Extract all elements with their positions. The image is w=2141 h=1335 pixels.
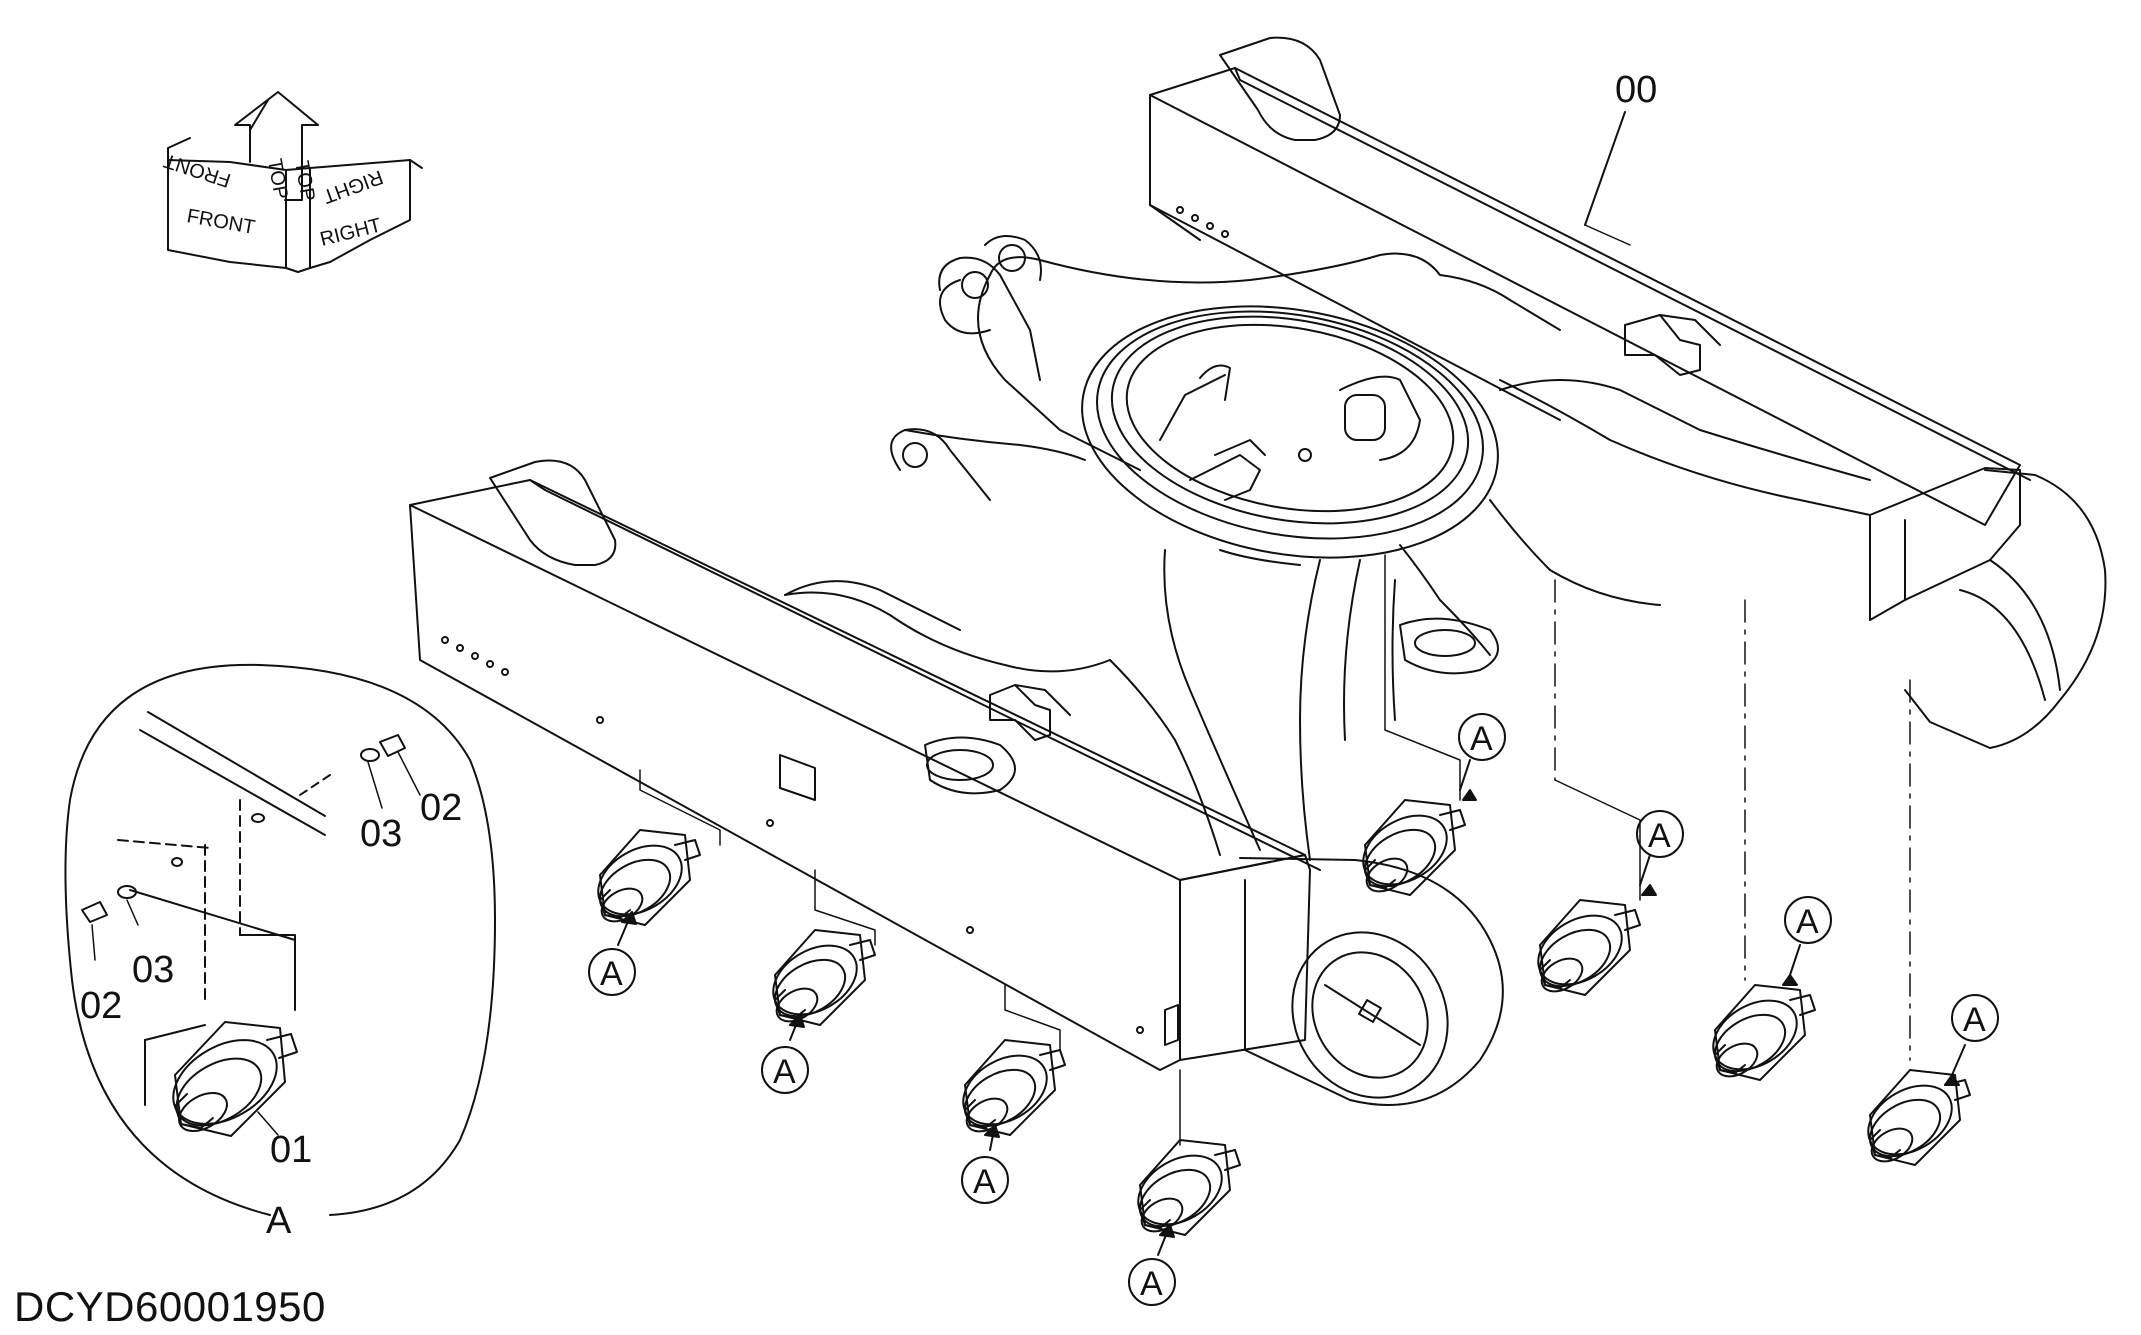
detail-callouts [588,713,1999,1306]
right-label-mirror: RIGHT [320,165,386,207]
callout-a-3: A [973,1163,996,1201]
roller [1867,1069,1971,1166]
callout-a-1: A [600,955,623,993]
top-label: TOP [263,157,292,201]
top-label-2: TOP [290,159,319,203]
callout-a-6: A [1648,817,1671,855]
roller [1362,799,1466,896]
roller [1537,899,1641,996]
callout-a-7: A [1796,903,1819,941]
callout-a-8: A [1963,1001,1986,1039]
callout-a-4: A [1140,1265,1163,1303]
callout-a-2: A [773,1053,796,1091]
detail-title-a: A [266,1200,292,1242]
leader-lines [639,224,1911,1146]
track-rollers [597,799,1971,1236]
detail-view-a [64,663,496,1216]
label-washer-lower: 03 [132,949,174,991]
roller [962,1039,1066,1136]
callout-a-5: A [1470,720,1493,758]
label-washer-upper: 03 [360,813,402,855]
front-label: FRONT [185,205,257,239]
frame-leader [1584,111,1626,226]
label-frame: 00 [1615,69,1657,111]
label-bolt-upper: 02 [420,787,462,829]
roller [1137,1139,1241,1236]
front-label-mirror: FRONT [161,149,233,191]
roller [772,929,876,1026]
direction-compass-icon: FRONT FRONT TOP TOP RIGHT RIGHT [161,91,423,273]
drawing-code: DCYD60001950 [14,1283,326,1330]
label-roller: 01 [270,1129,312,1171]
roller [1712,984,1816,1081]
track-frame [409,36,2107,1106]
right-label: RIGHT [318,214,384,250]
roller [597,829,701,926]
label-bolt-lower: 02 [80,985,122,1027]
